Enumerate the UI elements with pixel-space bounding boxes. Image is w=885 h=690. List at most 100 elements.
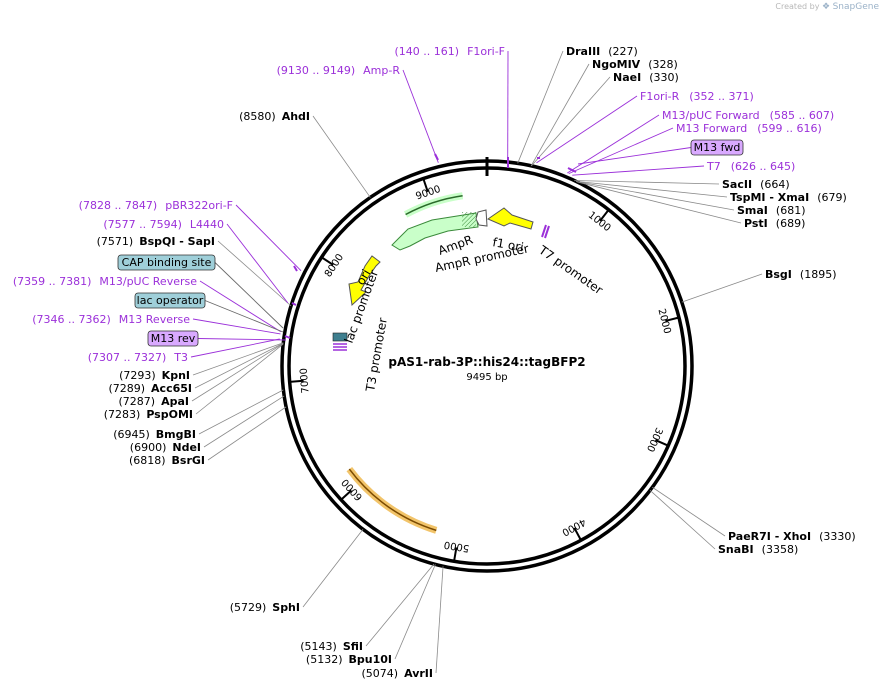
feature-layer: [284, 153, 577, 534]
primer-name: F1ori-R: [640, 90, 680, 103]
t7-promoter-mark-2: [544, 225, 550, 239]
tick-7000: [289, 379, 304, 383]
box-m13-rev: [147, 330, 199, 347]
site-name: BmgBI: [156, 428, 196, 441]
primer-leader-l4440: [226, 223, 289, 304]
box-label-m13-rev: M13 rev: [151, 332, 196, 345]
primer-range: (7577 .. 7594): [103, 218, 182, 231]
site-name: PspOMI: [146, 408, 193, 421]
box-label-lac-operator: lac operator: [137, 294, 204, 307]
snapgene-logo-icon: ❖: [821, 2, 831, 12]
site-name: TspMI - XmaI: [730, 191, 809, 204]
primer-name: Amp-R: [363, 64, 400, 77]
site-psti: PstI(689): [744, 217, 805, 230]
site-name: NgoMIV: [592, 58, 641, 71]
leader-sphi: [302, 529, 364, 608]
primer-leader-t7: [572, 165, 705, 176]
leader-smai: [576, 181, 735, 211]
site-position: (7287): [119, 395, 156, 408]
leader-ndei: [203, 395, 285, 448]
leader-acc65i: [194, 342, 284, 389]
primer-leader-m13-forward: [568, 127, 674, 175]
box-m13-fwd: [690, 139, 744, 156]
leader-sacii: [574, 180, 720, 185]
site-bpu10i: (5132)Bpu10I: [306, 653, 392, 666]
ampr-arrow: [391, 212, 479, 251]
site-position: (6900): [130, 441, 167, 454]
label-t7-promoter: T7 promoter: [535, 242, 605, 297]
ori-arrow: [348, 255, 381, 307]
site-name: SmaI: [737, 204, 768, 217]
site-snabi: SnaBI(3358): [718, 543, 798, 556]
primer-name: M13 Reverse: [119, 313, 190, 326]
leader-draiii: [517, 50, 564, 164]
site-avrii: (5074)AvrII: [362, 667, 433, 680]
ampr-promoter-arrow: [475, 209, 488, 227]
leader-paer7i-xhoi: [652, 486, 726, 537]
tick-9000: [422, 178, 429, 193]
site-name: ApaI: [161, 395, 189, 408]
label-t3-promoter: T3 promoter: [363, 317, 390, 394]
site-sacii: SacII(664): [722, 178, 790, 191]
site-position: (5143): [300, 640, 337, 653]
primer-leader-m13-puc-forward: [567, 114, 660, 174]
site-position: (3330): [819, 530, 856, 543]
primer-range: (140 .. 161): [395, 45, 460, 58]
site-acc65i: (7289)Acc65I: [108, 382, 192, 395]
site-name: PaeR7I - XhoI: [728, 530, 811, 543]
primer-range: (7307 .. 7327): [88, 351, 167, 364]
site-labels: DraIII(227)NgoMIV(328)NaeI(330) SacII(664…: [13, 45, 856, 680]
primer-leader-pbr322ori-f: [235, 204, 302, 271]
tick-3000: [655, 439, 669, 447]
box-label-m13-fwd: M13 fwd: [694, 141, 741, 154]
leader-psti: [577, 181, 742, 224]
site-sphi: (5729)SphI: [230, 601, 300, 614]
box-label-cap-binding-site: CAP binding site: [122, 256, 212, 269]
primer-l4440: (7577 .. 7594)L4440: [103, 218, 224, 231]
primer-name: T3: [173, 351, 188, 364]
site-sfii: (5143)SfiI: [300, 640, 363, 653]
primer-leader-m13-puc-reverse: [199, 280, 282, 333]
site-position: (330): [649, 71, 679, 84]
leader-pspomi: [195, 343, 284, 415]
tick-2000: [665, 316, 680, 322]
primer-range: (352 .. 371): [689, 90, 754, 103]
label-f1-ori: f1 ori: [491, 235, 524, 254]
leader-bmgbi: [198, 389, 284, 435]
primer-tick-t7: [567, 167, 577, 173]
site-position: (5074): [362, 667, 399, 680]
credit-brand: SnapGene: [832, 2, 879, 12]
green-arc-core: [405, 194, 463, 216]
site-ngomiv: NgoMIV(328): [592, 58, 678, 71]
primer-leader-f1ori-r: [536, 95, 638, 164]
tick-label-4000: 4000: [560, 516, 588, 538]
site-smai: SmaI(681): [737, 204, 806, 217]
primer-leader-t3: [190, 338, 280, 358]
primer-name: M13 Forward: [676, 122, 747, 135]
tick-label-5000: 5000: [443, 538, 470, 553]
site-draiii: DraIII(227): [566, 45, 638, 58]
primer-range: (599 .. 616): [757, 122, 822, 135]
primer-range: (7828 .. 7847): [79, 199, 158, 212]
credit-prefix: Created by: [775, 2, 820, 11]
tick-1000: [599, 209, 610, 222]
tick-5000: [453, 547, 458, 562]
snapgene-credit: Created by ❖ SnapGene: [775, 2, 879, 12]
primer-range: (626 .. 645): [731, 160, 796, 173]
leader-avrii: [435, 566, 444, 674]
site-paer7i-xhoi: PaeR7I - XhoI (3330): [728, 530, 856, 543]
site-kpni: (7293)KpnI: [119, 369, 190, 382]
site-name: KpnI: [162, 369, 190, 382]
primer-range: (9130 .. 9149): [277, 64, 356, 77]
site-position: (664): [760, 178, 790, 191]
leader-bsrgi: [207, 406, 287, 461]
box-lac-operator: [134, 292, 206, 309]
gold-arc-core: [348, 468, 437, 532]
site-position: (689): [776, 217, 806, 230]
site-naei: NaeI(330): [613, 71, 679, 84]
site-name: SphI: [272, 601, 300, 614]
leader-snabi: [649, 489, 716, 550]
leader-ahdi: [312, 115, 371, 198]
